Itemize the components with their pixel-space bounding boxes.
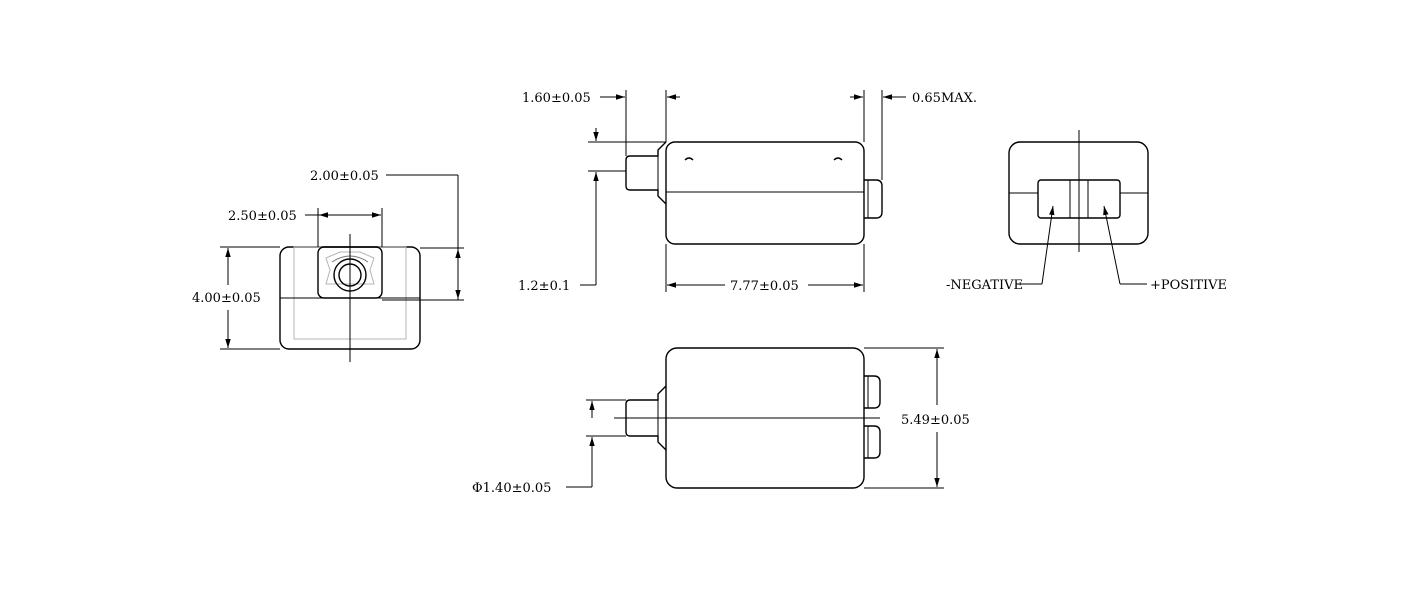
side-view-terminal	[864, 179, 883, 219]
dim-200-label: 2.00±0.05	[310, 169, 379, 184]
top-view: 5.49±0.05 Φ1.40±0.05	[472, 347, 970, 496]
top-view-terminal-lower	[864, 425, 881, 459]
dim-065-label: 0.65MAX.	[912, 91, 977, 106]
dim-phi140-label: Φ1.40±0.05	[472, 481, 551, 496]
side-view-slot-left	[684, 157, 694, 161]
dim-160-label: 1.60±0.05	[522, 91, 591, 106]
side-view-body	[665, 141, 865, 245]
top-view-terminal-upper	[864, 375, 881, 409]
side-view-shaft	[625, 141, 667, 205]
dim-400-label: 4.00±0.05	[192, 291, 261, 306]
dim-777-label: 7.77±0.05	[730, 279, 799, 294]
positive-label: +POSITIVE	[1150, 278, 1227, 293]
negative-label: -NEGATIVE	[946, 278, 1023, 293]
dim-12-label: 1.2±0.1	[518, 279, 570, 294]
side-view: 1.60±0.05 0.65MAX. 1.2±0.1 7.77±0.05	[518, 90, 977, 294]
dim-549-label: 5.49±0.05	[901, 413, 970, 428]
negative-leader	[1041, 205, 1055, 285]
front-view-boss-detail	[325, 251, 375, 285]
dim-250-label: 2.50±0.05	[228, 209, 297, 224]
end-view: -NEGATIVE +POSITIVE	[946, 130, 1227, 293]
front-view: 2.00±0.05 2.50±0.05 4.00±0.05	[192, 169, 464, 362]
positive-leader	[1103, 205, 1121, 285]
top-view-shaft	[625, 385, 667, 451]
side-view-slot-right	[833, 157, 843, 161]
